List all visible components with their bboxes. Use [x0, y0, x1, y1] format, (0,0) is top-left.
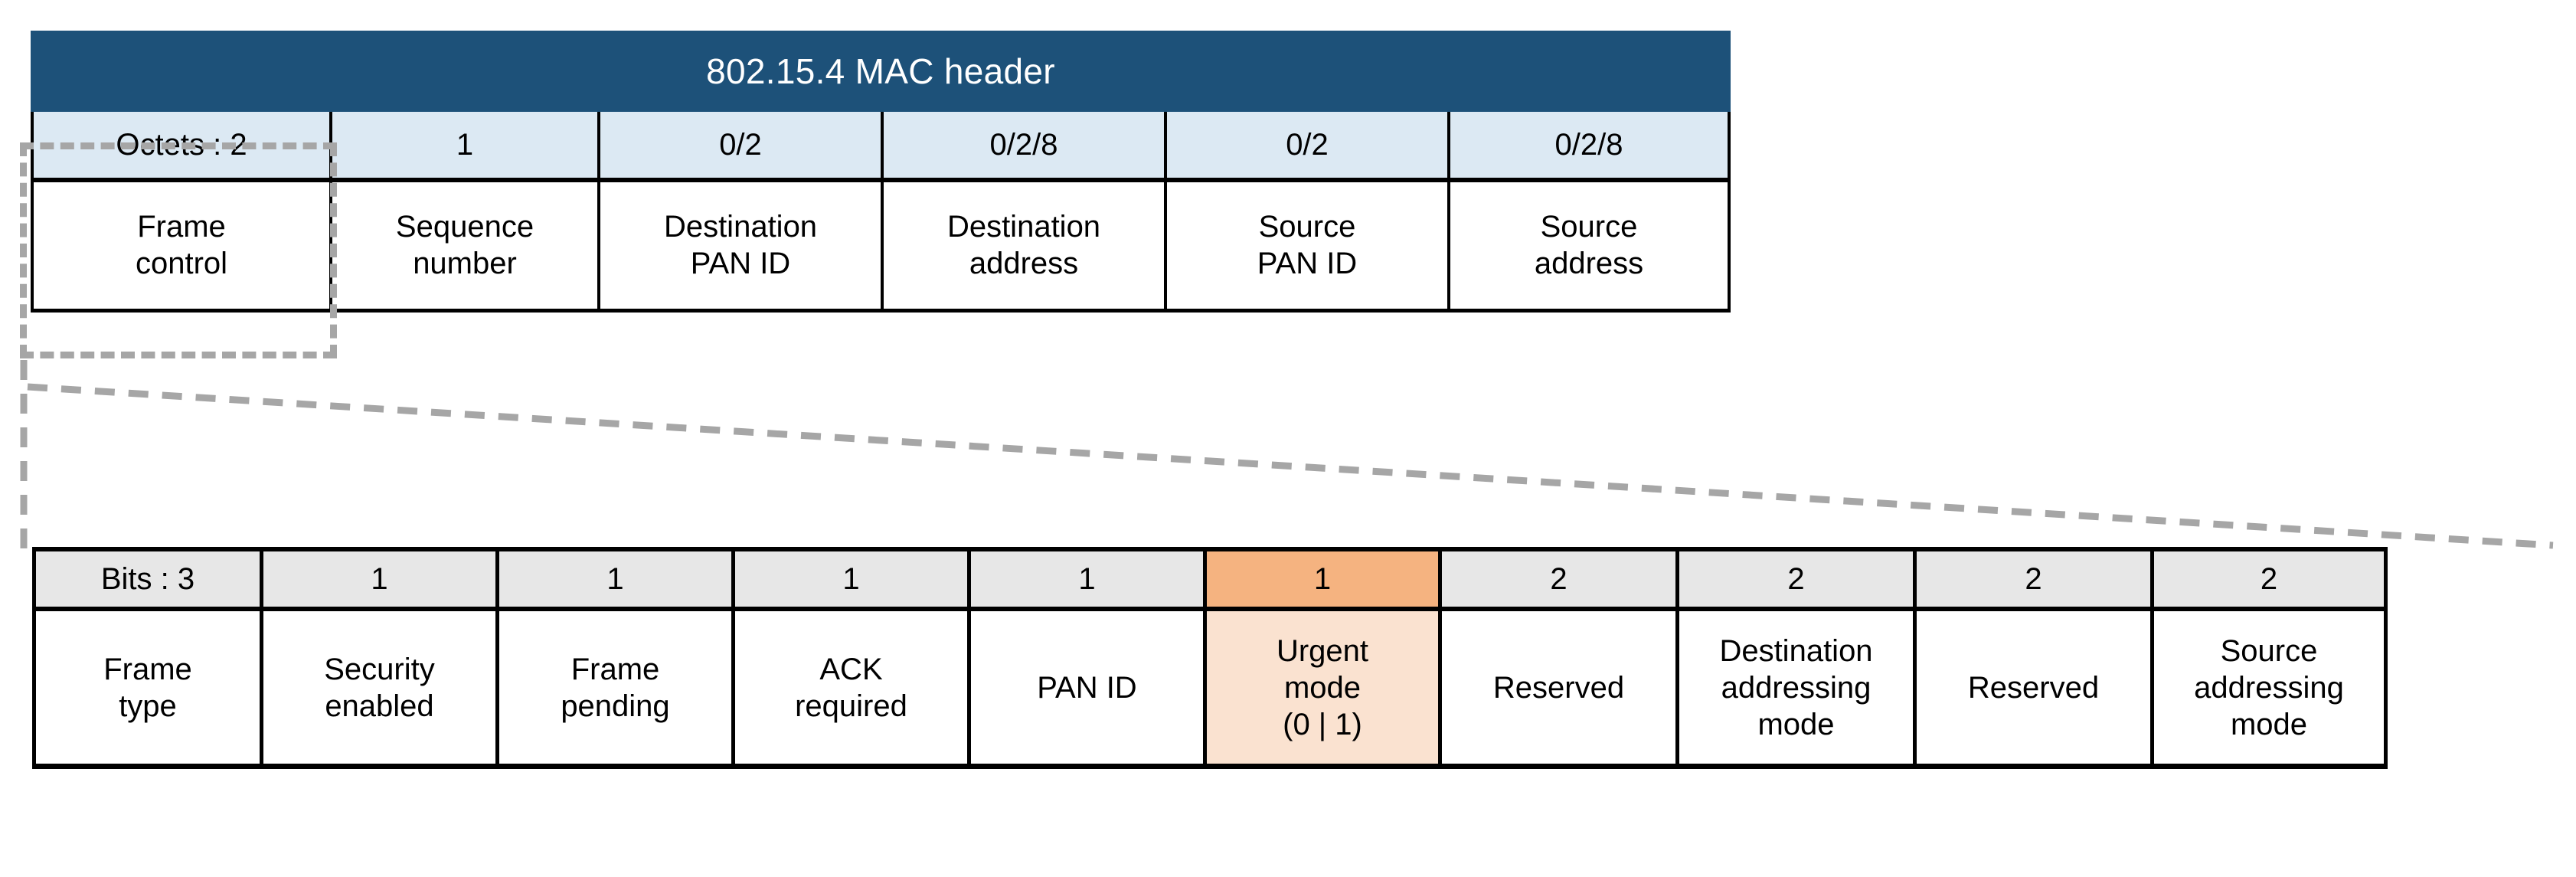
- fc-size-cell-urgent-mode: 1: [1203, 547, 1438, 611]
- mac-field-destination-pan-id: Destination PAN ID: [597, 182, 881, 313]
- field-label-line: Destination: [1719, 633, 1873, 668]
- fc-size-cell: Bits : 3: [32, 547, 260, 611]
- fc-field-frame-type: Frame type: [32, 611, 260, 769]
- field-label-line: Source: [1540, 210, 1638, 244]
- fc-size-cell: 1: [495, 547, 731, 611]
- mac-header-table: 802.15.4 MAC header Octets : 2 1 0/2 0/2…: [31, 31, 1731, 313]
- field-label-line: Sequence: [395, 210, 534, 244]
- field-label-line: Frame: [137, 210, 226, 244]
- field-label-line: addressing: [1721, 670, 1872, 705]
- field-label-line: pending: [561, 689, 670, 723]
- field-label-line: Frame: [570, 652, 660, 686]
- fc-size-cell: 1: [731, 547, 967, 611]
- mac-header-title: 802.15.4 MAC header: [31, 31, 1731, 112]
- fc-field-reserved-1: Reserved: [1438, 611, 1675, 769]
- mac-size-cell: 0/2/8: [1447, 112, 1731, 182]
- field-label-line: mode: [2230, 707, 2308, 741]
- fc-field-security-enabled: Security enabled: [260, 611, 495, 769]
- field-label-line: Urgent: [1276, 633, 1369, 668]
- field-label-line: Source: [1258, 210, 1356, 244]
- fc-field-ack-required: ACK required: [731, 611, 967, 769]
- mac-field-frame-control: Frame control: [31, 182, 329, 313]
- field-label-line: mode: [1283, 670, 1362, 705]
- fc-field-frame-pending: Frame pending: [495, 611, 731, 769]
- mac-size-cell: 1: [329, 112, 597, 182]
- field-label-line: enabled: [325, 689, 434, 723]
- fc-field-source-addressing-mode: Source addressing mode: [2150, 611, 2388, 769]
- mac-header-size-row: Octets : 2 1 0/2 0/2/8 0/2 0/2/8: [31, 112, 1731, 182]
- field-label-line: PAN ID: [1257, 246, 1358, 280]
- fc-field-reserved-2: Reserved: [1913, 611, 2150, 769]
- fc-size-cell: 2: [1913, 547, 2150, 611]
- field-label-line: mode: [1757, 707, 1835, 741]
- fc-size-cell: 2: [1438, 547, 1675, 611]
- mac-field-source-pan-id: Source PAN ID: [1164, 182, 1447, 313]
- mac-size-cell: Octets : 2: [31, 112, 329, 182]
- field-label-line: Reserved: [1492, 670, 1625, 705]
- field-label-line: number: [413, 246, 517, 280]
- fc-field-urgent-mode: Urgent mode (0 | 1): [1203, 611, 1438, 769]
- mac-field-source-address: Source address: [1447, 182, 1731, 313]
- mac-size-cell: 0/2: [597, 112, 881, 182]
- field-label-line: Destination: [663, 210, 818, 244]
- frame-control-size-row: Bits : 3 1 1 1 1 1 2 2 2 2: [32, 547, 2556, 611]
- field-label-line: addressing: [2194, 670, 2344, 705]
- field-label-line: PAN ID: [1037, 670, 1137, 705]
- callout-line-diagonal: [27, 383, 2554, 549]
- field-label-line: PAN ID: [690, 246, 791, 280]
- field-label-line: Frame: [103, 652, 192, 686]
- mac-field-sequence-number: Sequence number: [329, 182, 597, 313]
- field-label-line: Security: [324, 652, 435, 686]
- field-label-line: Source: [2220, 633, 2318, 668]
- mac-header-name-row: Frame control Sequence number Destinatio…: [31, 182, 1731, 313]
- field-label-line: Reserved: [1967, 670, 2100, 705]
- fc-size-cell: 1: [967, 547, 1203, 611]
- field-label-line: type: [119, 689, 177, 723]
- field-label-line: ACK: [819, 652, 883, 686]
- fc-size-cell: 1: [260, 547, 495, 611]
- field-label-line: address: [969, 246, 1079, 280]
- field-label-line: control: [135, 246, 228, 280]
- mac-size-cell: 0/2: [1164, 112, 1447, 182]
- frame-control-bitfield-table: Bits : 3 1 1 1 1 1 2 2 2 2 Frame type Se…: [32, 547, 2556, 769]
- fc-size-cell: 2: [2150, 547, 2388, 611]
- field-label-line: required: [795, 689, 907, 723]
- mac-size-cell: 0/2/8: [881, 112, 1164, 182]
- mac-field-destination-address: Destination address: [881, 182, 1164, 313]
- frame-control-name-row: Frame type Security enabled Frame pendin…: [32, 611, 2556, 769]
- field-label-line: Destination: [946, 210, 1101, 244]
- field-label-line: (0 | 1): [1283, 707, 1362, 741]
- fc-field-pan-id: PAN ID: [967, 611, 1203, 769]
- fc-field-destination-addressing-mode: Destination addressing mode: [1675, 611, 1913, 769]
- fc-size-cell: 2: [1675, 547, 1913, 611]
- field-label-line: address: [1534, 246, 1644, 280]
